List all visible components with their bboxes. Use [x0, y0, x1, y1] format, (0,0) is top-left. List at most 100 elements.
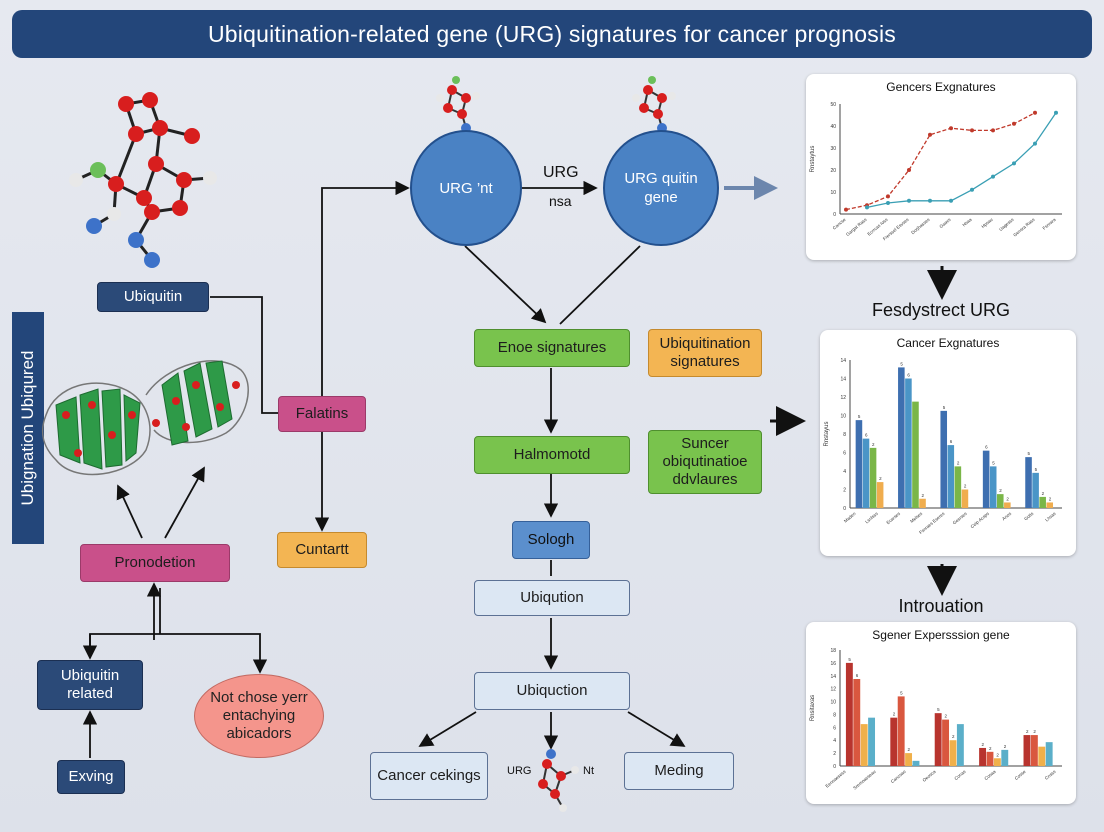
y-tick-label: 2 [843, 488, 846, 494]
data-label: 2 [1033, 729, 1036, 734]
data-label: 2 [1042, 491, 1045, 496]
cuntartt-box: Cuntartt [277, 532, 367, 568]
y-tick-label: 4 [833, 738, 836, 744]
connector [559, 245, 641, 325]
data-label: 5 [848, 657, 851, 662]
bar [1030, 735, 1038, 766]
bar [919, 498, 926, 508]
urg-circle-right: URG quitin gene [603, 130, 719, 246]
connector [627, 711, 686, 747]
data-label: 5 [943, 405, 946, 410]
data-label: 2 [1049, 496, 1052, 501]
x-tick-label: Oeosca [922, 769, 937, 783]
data-point [1033, 110, 1037, 115]
bar [869, 447, 877, 508]
data-label: 2 [989, 746, 992, 751]
connector [464, 245, 547, 324]
urg-circle-left-label: URG ’nt [439, 179, 493, 197]
bar [961, 489, 969, 508]
data-point [886, 194, 890, 199]
data-label: 2 [893, 712, 896, 717]
molecule-label-right: Nt [583, 765, 594, 777]
data-point [991, 174, 995, 179]
suncer-box: Suncer obiqutinatioe ddvlaures [648, 430, 762, 494]
data-label: 2 [952, 734, 955, 739]
sidebar-banner: Ubignation Ubiqured [12, 312, 44, 544]
data-point [928, 132, 932, 137]
y-tick-label: 12 [840, 395, 846, 401]
bar [947, 445, 955, 508]
data-label: 2 [964, 484, 967, 489]
bar [949, 740, 957, 766]
bar [993, 758, 1001, 766]
bar [1004, 502, 1011, 508]
x-tick-label: Gaavs [938, 216, 952, 229]
cancer-cekings-label: Cancer cekings [377, 767, 481, 784]
data-point [907, 198, 911, 203]
x-tick-label: Eenoaesess [824, 768, 847, 788]
data-point [970, 128, 974, 133]
x-tick-label: Cosse [1014, 769, 1027, 781]
bar [868, 717, 876, 766]
data-label: 2 [1004, 744, 1007, 749]
y-tick-label: 0 [843, 506, 846, 512]
x-tick-label: Hsaa [961, 217, 973, 228]
y-tick-label: 10 [830, 190, 836, 196]
y-tick-label: 30 [830, 146, 836, 152]
bar [860, 724, 868, 766]
meding-box: Meding [624, 752, 734, 790]
data-point [865, 205, 869, 210]
ubiqution-label: Ubiqution [520, 589, 584, 606]
molecule-icon-bottom: URG Nt [507, 749, 594, 812]
bar [982, 450, 990, 508]
data-label: 5 [1028, 451, 1031, 456]
pronodetion-box: Pronodetion [80, 544, 230, 582]
urg-circle-right-label: URG quitin gene [624, 170, 698, 206]
y-tick-label: 14 [840, 358, 846, 364]
ubiquitin-box: Ubiquitin [97, 282, 209, 312]
urg-circle-left: URG ’nt [410, 130, 522, 246]
data-label: 6 [950, 439, 953, 444]
data-label: 6 [865, 433, 868, 438]
data-label: 5 [900, 361, 903, 366]
page-title: Ubiquitination-related gene (URG) signat… [12, 10, 1092, 58]
data-label: 2 [1026, 729, 1029, 734]
enoe-signatures-label: Enoe signatures [497, 339, 607, 356]
connector [164, 466, 205, 539]
series-line [845, 112, 1036, 211]
x-tick-label: Ceip Acsps [970, 510, 991, 529]
bar [1046, 502, 1054, 508]
data-point [970, 187, 974, 192]
x-tick-label: Ecarses [885, 510, 901, 525]
y-tick-label: 2 [833, 751, 836, 757]
y-tick-label: 6 [833, 725, 836, 731]
protein-structure-icon [41, 360, 249, 476]
x-tick-label: Anos [1001, 510, 1013, 521]
bar [905, 378, 912, 508]
section-title-1: Fesdystrect URG [871, 300, 1011, 320]
x-tick-label: Cancsao [890, 769, 907, 785]
sologh-box: Sologh [512, 521, 590, 559]
nsa-label: nsa [549, 193, 572, 209]
y-axis-label: Rnstayus [824, 421, 830, 446]
data-label: 2 [879, 476, 882, 481]
y-tick-label: 6 [843, 451, 846, 457]
bar [934, 713, 942, 766]
urg-label: URG [543, 164, 579, 181]
bar [989, 466, 997, 508]
data-label: 6 [907, 373, 910, 378]
y-tick-label: 0 [833, 212, 836, 218]
halmomotd-label: Halmomotd [513, 446, 591, 463]
ubiquction-label: Ubiquction [516, 682, 588, 699]
x-tick-label: Sremoasseau [852, 769, 877, 791]
y-tick-label: 14 [830, 674, 836, 680]
bar [1032, 472, 1039, 508]
cuntartt-label: Cuntartt [295, 541, 349, 558]
x-tick-label: Cancse [832, 217, 847, 231]
y-tick-label: 4 [843, 469, 846, 475]
x-tick-label: Fsnrara [1042, 217, 1057, 231]
y-tick-label: 12 [830, 687, 836, 693]
